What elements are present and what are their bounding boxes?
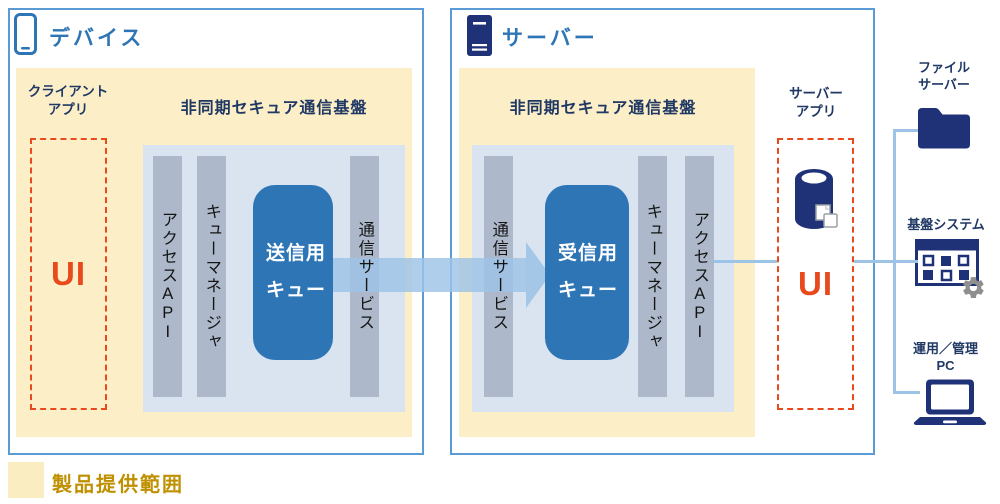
server-ui-label: UI [798,265,833,302]
message-flow-arrow [330,258,526,292]
legend-swatch [8,462,44,498]
server-platform-title: 非同期セキュア通信基盤 [509,100,697,117]
server-access-api-label: アクセス [690,211,709,285]
smartphone-icon [14,13,37,60]
server-queue-manager-bar: キューマネージャ [638,156,667,397]
server-access-api-latin: API [690,285,709,342]
base-system-label: 基盤システム [907,217,985,232]
device-comm-service-label: 通信サービス [355,221,374,332]
server-queue-manager-label: キューマネージャ [643,202,662,351]
admin-pc-label: 運用／管理 PC [912,341,978,373]
server-title: サーバー [502,27,598,50]
laptop-icon [910,378,990,431]
database-icon [791,166,841,245]
device-ui-label: UI [51,255,86,292]
device-access-api-label: アクセス [158,211,177,285]
file-server-branch-line [893,129,918,132]
system-window-icon [915,239,979,291]
server-ui-box: UI [777,138,854,410]
send-queue-box: 送信用 キュー [253,185,333,360]
api-to-ui-line [714,260,777,263]
gear-icon [961,275,986,305]
ui-to-system-line [854,260,918,263]
file-server-label: ファイル サーバー [917,60,970,92]
device-queue-manager-label: キューマネージャ [202,202,221,351]
device-access-api-latin: API [158,285,177,342]
send-queue-label: 送信用 キュー [266,243,327,301]
receive-queue-label: 受信用 キュー [558,243,619,301]
device-access-api-bar: アクセスAPI [153,156,182,397]
device-title: デバイス [49,27,145,50]
server-icon [466,14,493,62]
legend-label: 製品提供範囲 [52,474,184,496]
device-ui-box: UI [30,138,107,410]
external-trunk-line [893,129,896,394]
server-access-api-bar: アクセスAPI [685,156,714,397]
admin-pc-branch-line [893,391,920,394]
device-platform-title: 非同期セキュア通信基盤 [180,100,368,117]
server-comm-service-label: 通信サービス [489,221,508,332]
device-queue-manager-bar: キューマネージャ [197,156,226,397]
client-app-label: クライアント アプリ [27,84,109,118]
folder-icon [915,103,973,155]
receive-queue-box: 受信用 キュー [545,185,629,360]
server-app-label: サーバー アプリ [789,86,843,120]
